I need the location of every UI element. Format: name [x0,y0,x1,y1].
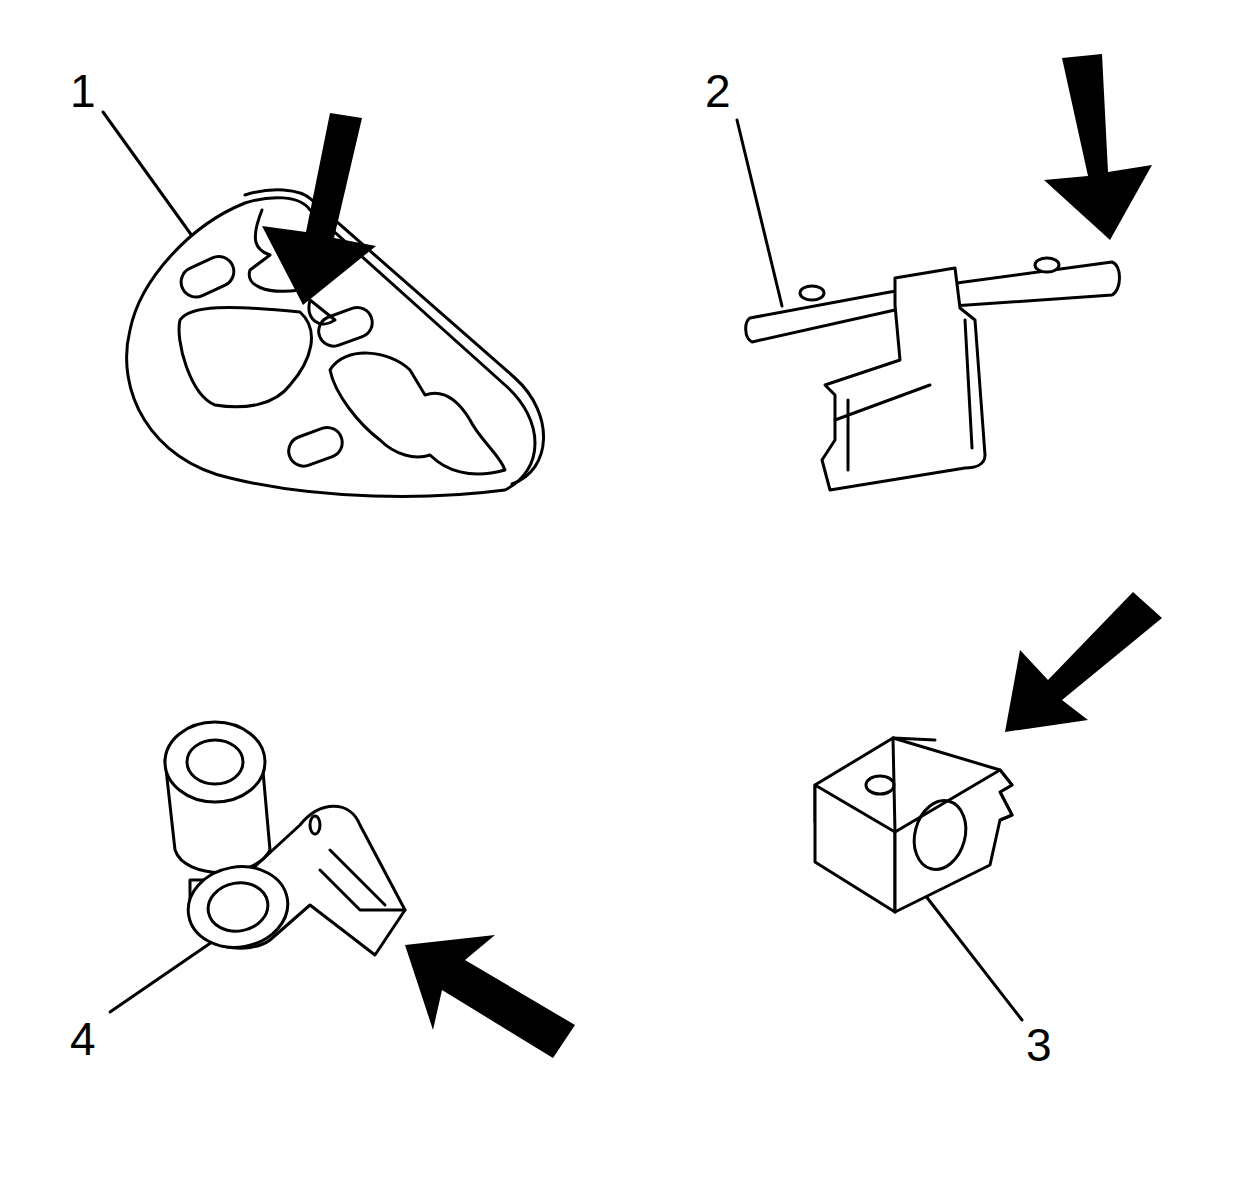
fitting [165,722,405,955]
callout-number: 3 [1026,1022,1052,1068]
leader-line [737,120,782,306]
leader-line [110,942,212,1012]
bracket [746,258,1120,490]
leader-line [103,112,195,240]
pointer-arrow [262,113,376,305]
callout-number: 1 [70,68,96,114]
callout-number: 2 [705,68,731,114]
pointer-arrow [1044,54,1152,240]
gasket [127,190,544,497]
block [815,738,1012,912]
pointer-arrow [1005,592,1162,732]
callout-number: 4 [70,1016,96,1062]
leader-line [925,895,1022,1020]
pointer-arrow [405,935,575,1058]
